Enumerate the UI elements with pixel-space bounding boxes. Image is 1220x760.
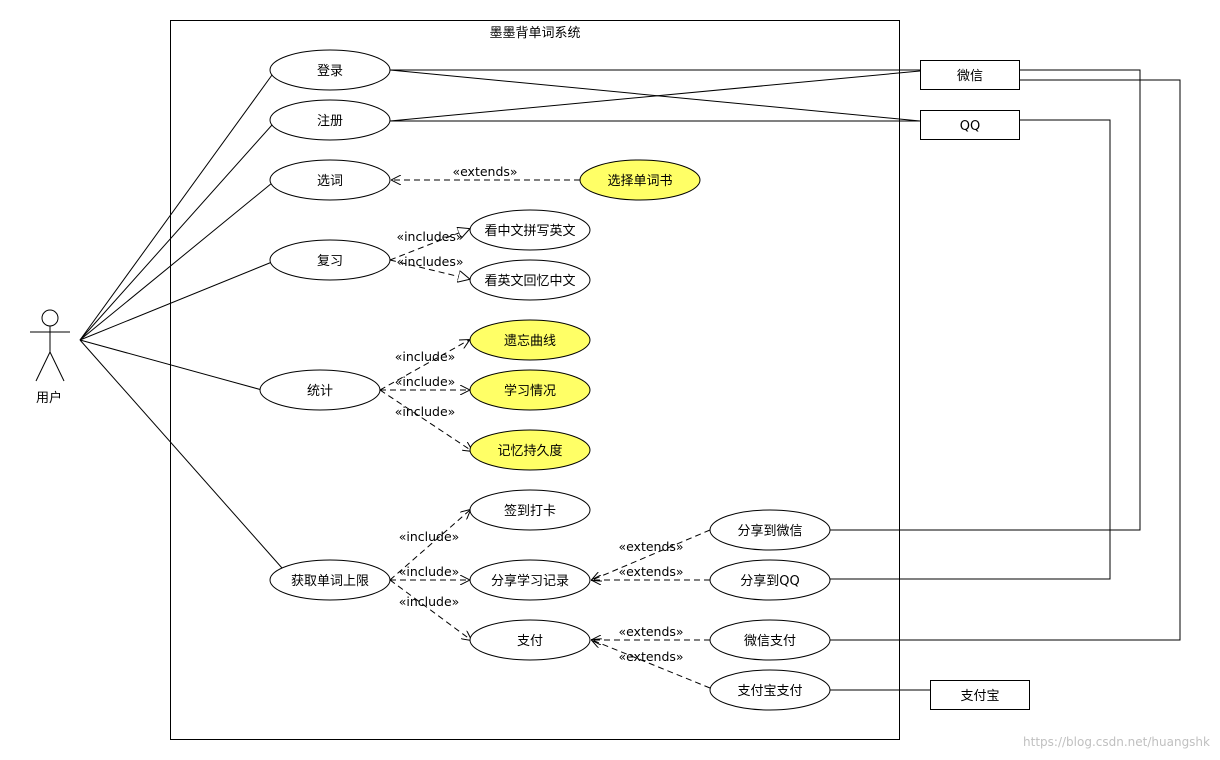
stereotype-label: «include» [395, 404, 456, 419]
use-case-label: 支付宝支付 [737, 684, 802, 699]
use-case-word-limit[interactable]: 获取单词上限 [269, 559, 391, 601]
use-case-label: 遗忘曲线 [504, 334, 556, 349]
external-label: 支付宝 [960, 689, 999, 704]
stereotype-label: «extends» [618, 624, 683, 639]
use-case-stats[interactable]: 统计 [259, 369, 381, 411]
use-case-label: 统计 [307, 384, 333, 399]
use-case-share-wechat[interactable]: 分享到微信 [709, 509, 831, 551]
use-case-label: 分享学习记录 [491, 573, 569, 589]
stereotype-label: «include» [399, 594, 460, 609]
use-case-review[interactable]: 复习 [269, 239, 391, 281]
use-case-pay[interactable]: 支付 [469, 619, 591, 661]
use-case-label: 学习情况 [504, 383, 556, 399]
external-label: QQ [960, 119, 980, 134]
actor-user[interactable] [30, 309, 70, 382]
external-associations [389, 69, 1181, 691]
use-case-register[interactable]: 注册 [269, 99, 391, 141]
use-case-label: 选择单词书 [607, 174, 672, 189]
stereotype-label: «include» [399, 529, 460, 544]
stereotype-label: «include» [395, 374, 456, 389]
actor-associations [79, 74, 283, 569]
stereotype-label: «include» [395, 349, 456, 364]
use-case-choose-book[interactable]: 选择单词书 [579, 159, 701, 201]
use-case-share-record[interactable]: 分享学习记录 [469, 559, 591, 601]
use-case-forget-curve[interactable]: 遗忘曲线 [469, 319, 591, 361]
use-case-alipay-pay[interactable]: 支付宝支付 [709, 669, 831, 711]
actor-head [41, 309, 59, 327]
use-case-login[interactable]: 登录 [269, 49, 391, 91]
use-case-label: 选词 [317, 174, 343, 189]
external-label: 微信 [957, 69, 983, 84]
system-title: 墨墨背单词系统 [489, 26, 580, 41]
use-case-share-qq[interactable]: 分享到QQ [709, 559, 831, 601]
use-case-select-word[interactable]: 选词 [269, 159, 391, 201]
use-case-label: 获取单词上限 [291, 574, 369, 589]
use-case-check-in[interactable]: 签到打卡 [469, 489, 591, 531]
use-case-study-status[interactable]: 学习情况 [469, 369, 591, 411]
external-wechat[interactable]: 微信 [920, 60, 1020, 90]
stereotype-label: «include» [399, 564, 460, 579]
use-case-label: 注册 [317, 114, 343, 129]
stereotype-label: «extends» [618, 539, 683, 554]
use-case-wechat-pay[interactable]: 微信支付 [709, 619, 831, 661]
use-case-en-to-cn[interactable]: 看英文回忆中文 [469, 259, 591, 301]
use-case-label: 记忆持久度 [497, 443, 562, 459]
stereotype-label: «includes» [396, 254, 463, 269]
external-systems: 微信 QQ 支付宝 [920, 60, 1030, 710]
use-case-label: 微信支付 [744, 634, 796, 649]
external-qq[interactable]: QQ [920, 110, 1020, 140]
system-boundary [170, 20, 900, 740]
use-case-label: 支付 [517, 634, 543, 649]
stereotype-label: «includes» [396, 229, 463, 244]
stereotype-labels: «extends» «includes» «includes» «include… [395, 164, 684, 664]
external-alipay[interactable]: 支付宝 [930, 680, 1030, 710]
use-case-label: 看中文拼写英文 [484, 223, 575, 239]
use-case-label: 看英文回忆中文 [484, 273, 575, 289]
use-case-label: 签到打卡 [504, 503, 556, 519]
dependencies [379, 180, 711, 689]
use-case-cn-to-en[interactable]: 看中文拼写英文 [469, 209, 591, 251]
stereotype-label: «extends» [618, 564, 683, 579]
use-case-label: 登录 [317, 64, 343, 79]
stereotype-label: «extends» [452, 164, 517, 179]
use-cases: 登录 注册 选词 选择单词书 复习 看中文拼写英文 看英文回忆中文 统计 [259, 49, 831, 711]
use-case-memory-duration[interactable]: 记忆持久度 [469, 429, 591, 471]
use-case-label: 分享到微信 [737, 523, 802, 539]
use-case-label: 分享到QQ [740, 573, 799, 589]
stereotype-label: «extends» [618, 649, 683, 664]
use-case-label: 复习 [317, 254, 343, 269]
actor-label: 用户 [36, 390, 62, 406]
watermark: https://blog.csdn.net/huangshk [1023, 735, 1210, 749]
